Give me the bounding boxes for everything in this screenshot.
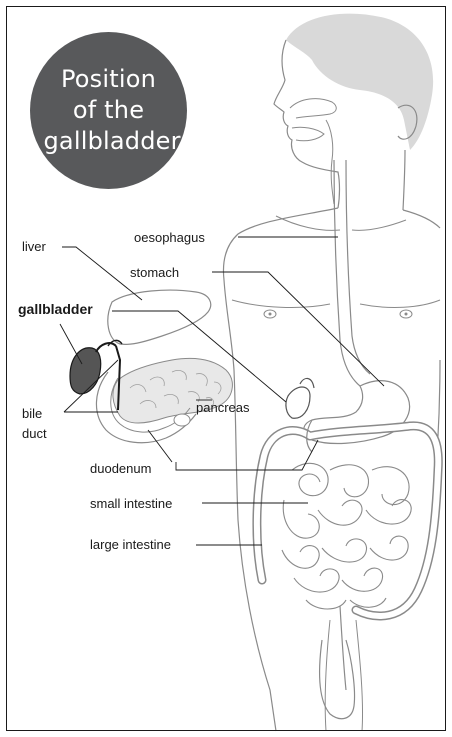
title-text: Position of the gallbladder	[44, 64, 174, 157]
label-bile-duct: bile duct	[22, 404, 47, 444]
label-oesophagus: oesophagus	[134, 230, 205, 245]
label-duodenum: duodenum	[90, 461, 151, 476]
title-badge: Position of the gallbladder	[30, 32, 187, 189]
label-stomach: stomach	[130, 265, 179, 280]
label-large-intestine: large intestine	[90, 537, 171, 552]
label-liver: liver	[22, 239, 46, 254]
label-pancreas: pancreas	[196, 400, 249, 415]
label-small-intestine: small intestine	[90, 496, 172, 511]
label-gallbladder: gallbladder	[18, 302, 93, 317]
